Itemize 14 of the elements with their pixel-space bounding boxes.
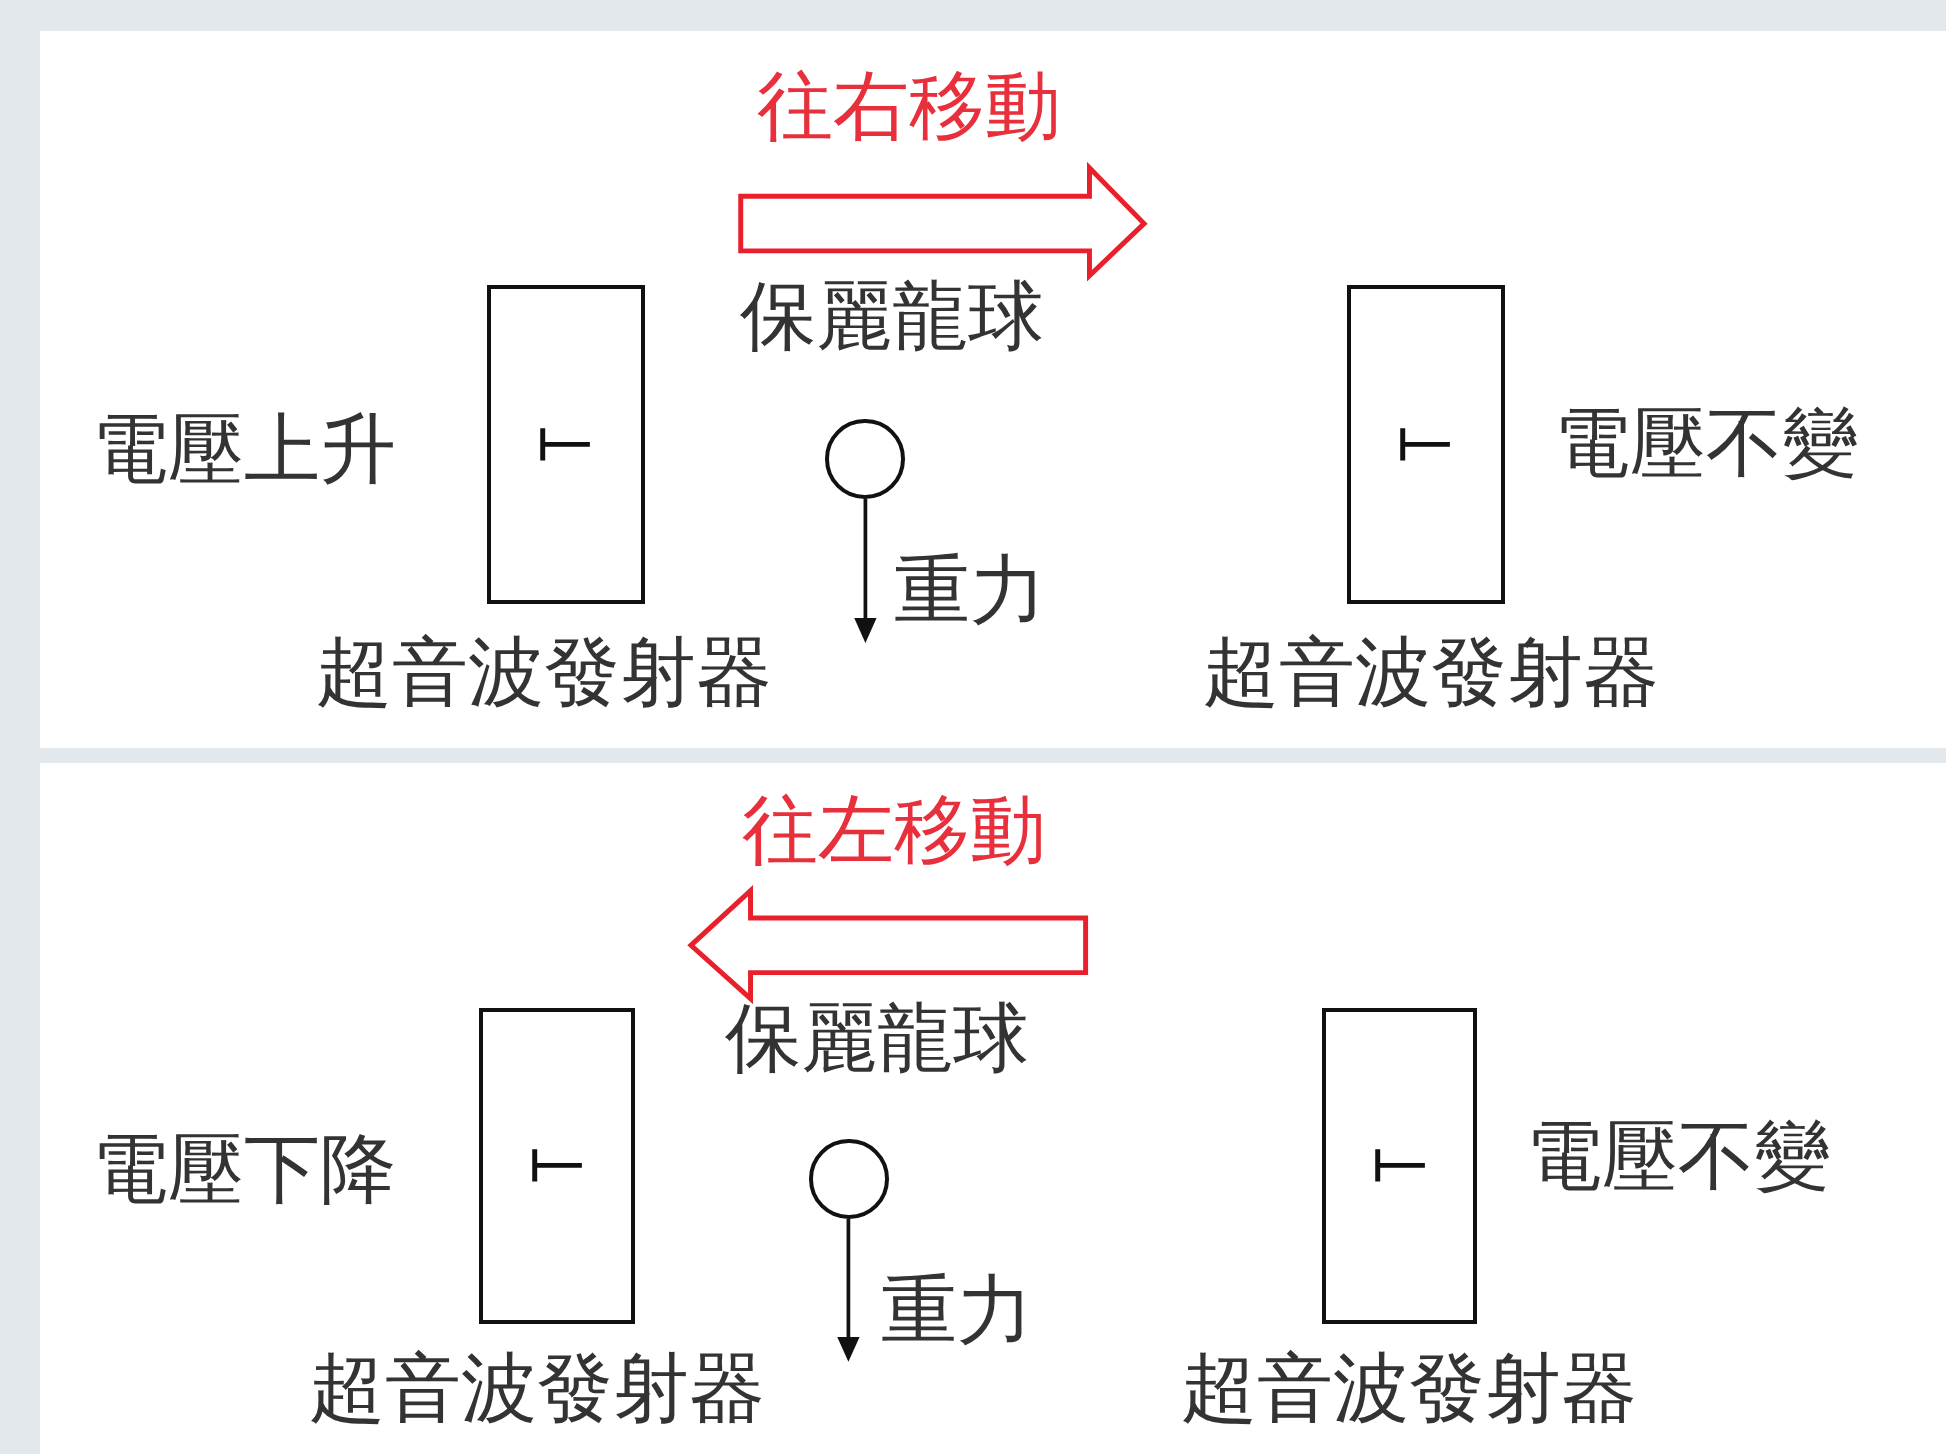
emitter-label: 超音波發射器 xyxy=(315,634,772,711)
voltage-label: 電壓上升 xyxy=(92,410,397,487)
voltage-label: 電壓不變 xyxy=(1525,1118,1830,1195)
emitter-label: 超音波發射器 xyxy=(309,1350,766,1427)
voltage-label: 電壓下降 xyxy=(92,1130,397,1207)
voltage-label: 電壓不變 xyxy=(1554,404,1859,481)
gravity-label: 重力 xyxy=(893,552,1046,628)
motion-label: 往右移動 xyxy=(757,67,1062,144)
motion-label: 往左移動 xyxy=(742,791,1047,868)
emitter-label: 超音波發射器 xyxy=(1202,634,1659,711)
emitter-label: 超音波發射器 xyxy=(1180,1350,1637,1427)
ball-label: 保麗龍球 xyxy=(725,1000,1030,1077)
ball-label: 保麗龍球 xyxy=(739,278,1044,354)
gravity-label: 重力 xyxy=(881,1271,1034,1348)
